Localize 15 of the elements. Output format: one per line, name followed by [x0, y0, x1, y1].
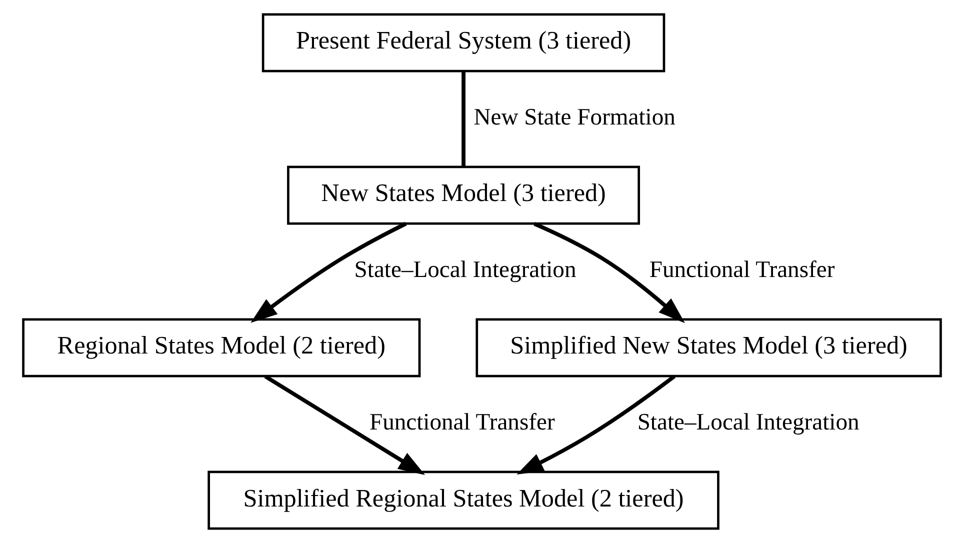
arrow — [516, 374, 676, 474]
node-box: New States Model (3 tiered) — [286, 166, 640, 225]
node-box: Simplified New States Model (3 tiered) — [475, 318, 942, 378]
edge-label: Functional Transfer — [368, 410, 554, 436]
edge-label: State–Local Integration — [354, 257, 576, 284]
arrow — [264, 374, 425, 475]
node-box: Present Federal System (3 tiered) — [261, 13, 665, 72]
arrow — [250, 222, 406, 323]
edge-label: State–Local Integration — [636, 410, 859, 436]
node-box: Regional States Model (2 tiered) — [22, 318, 420, 378]
connector — [461, 72, 465, 166]
edge-label: Functional Transfer — [648, 257, 834, 284]
edge-label: New State Formation — [473, 104, 675, 130]
arrow — [533, 222, 684, 324]
node-box: Simplified Regional States Model (2 tiered) — [207, 470, 719, 530]
